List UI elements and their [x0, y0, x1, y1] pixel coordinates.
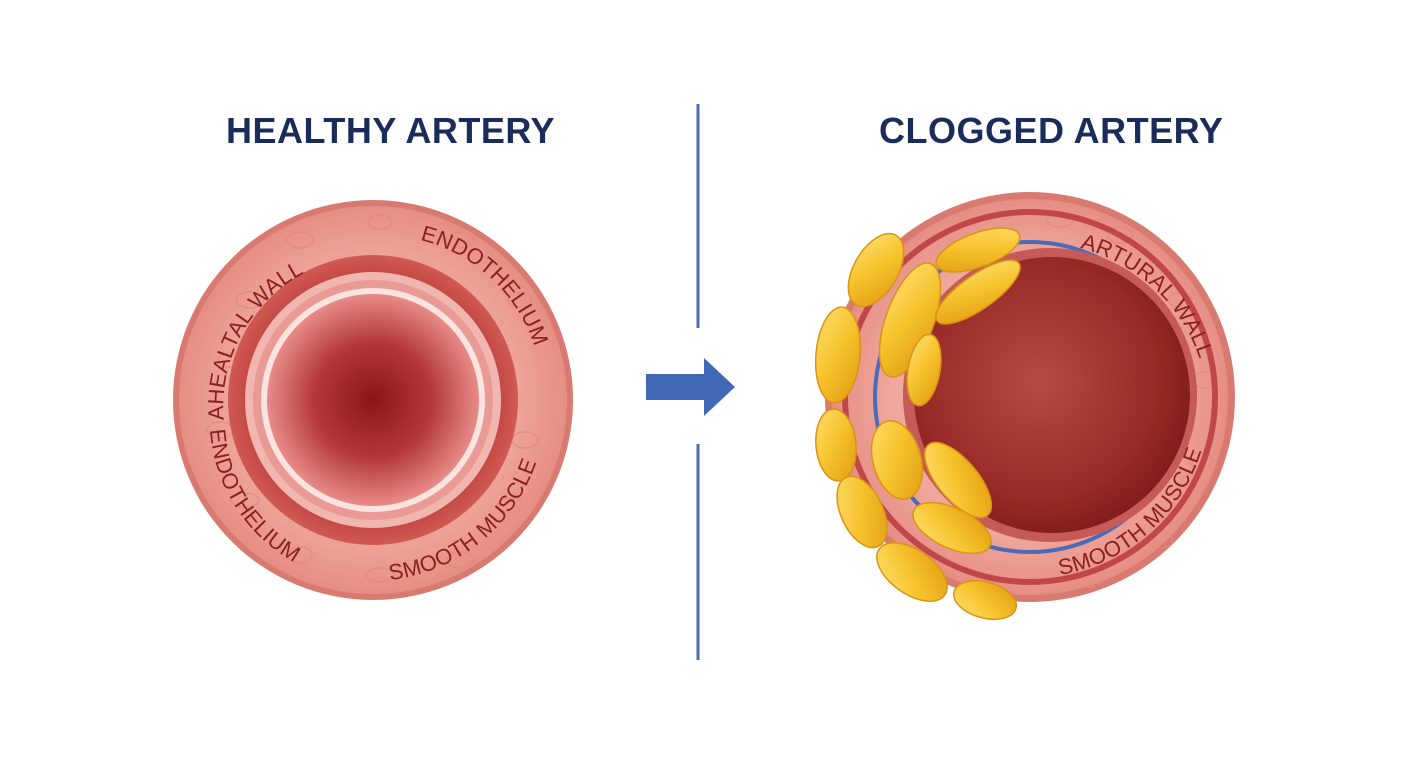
plaque-deposits: [814, 227, 1021, 621]
healthy-artery-title: HEALTHY ARTERY: [226, 110, 556, 151]
clogged-artery-title: CLOGGED ARTERY: [879, 110, 1224, 151]
clogged-lumen: [914, 257, 1190, 533]
healthy-lumen: [267, 294, 479, 506]
arrow-right-icon: [646, 358, 735, 416]
clogged-artery: ARTURAL WALL SMOOTH MUSCLE: [814, 192, 1235, 621]
healthy-artery: AHEALTAL WALL ENDOTHELIUM ENDOTHELIUM SM…: [173, 200, 573, 600]
